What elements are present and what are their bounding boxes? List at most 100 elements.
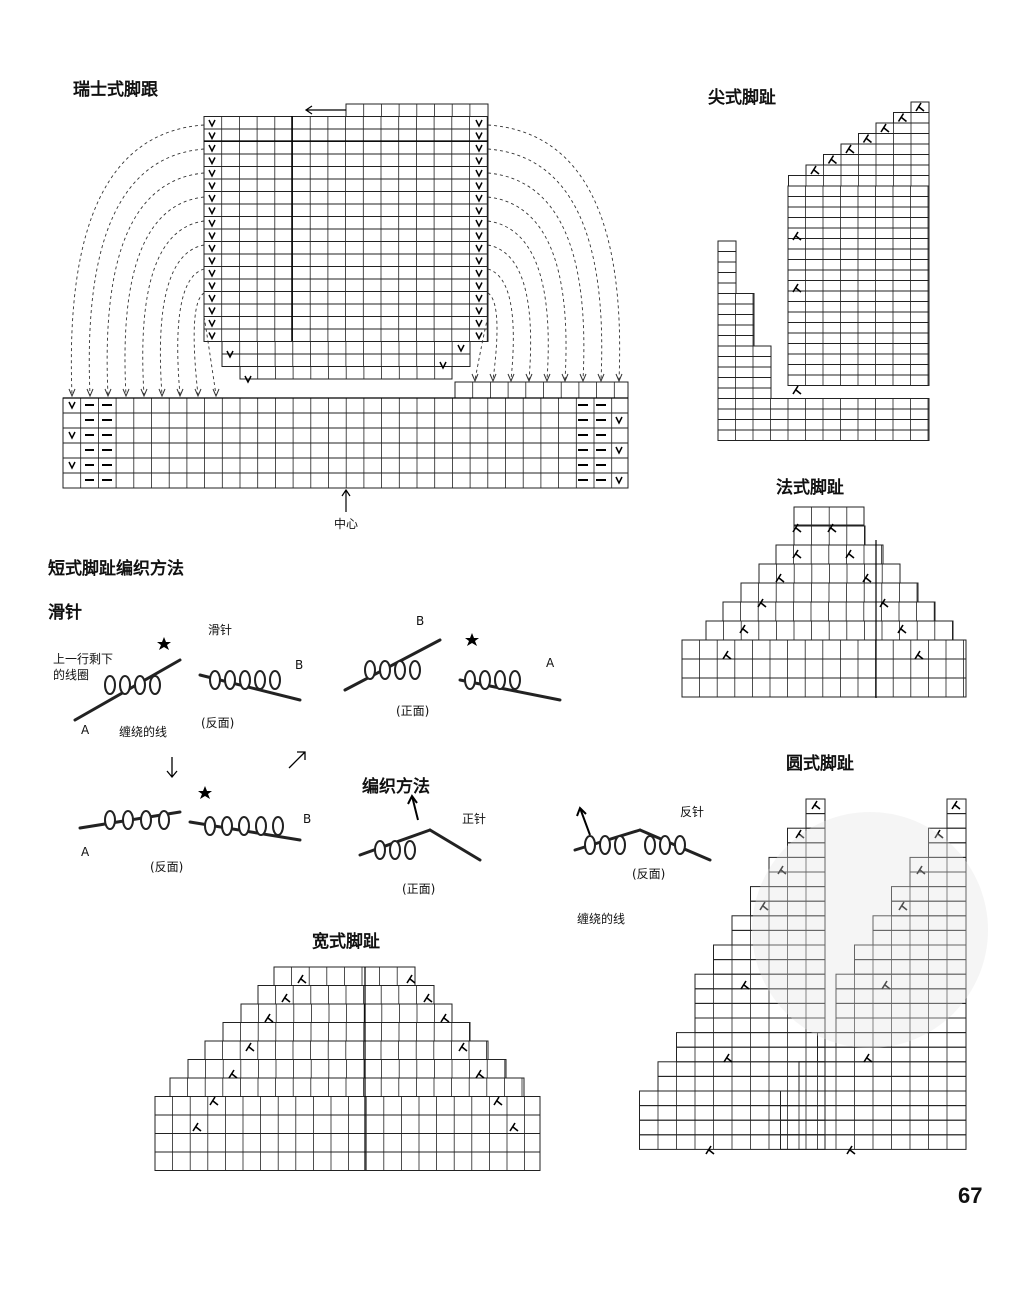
decrease-symbol [897,624,907,634]
decrease-symbol [881,980,891,990]
yarn-loop [374,840,386,860]
heel-slip-right [475,269,483,278]
yarn-loop [122,810,134,830]
decrease-symbol [862,573,872,583]
heel-dashed-arc-right [487,148,603,381]
yarn-loop [389,840,401,860]
heel-dashed-arc-left [88,148,205,396]
knit-method-title: 编织方法 [362,777,430,797]
yarn-loop [221,816,233,836]
heel-slip-right [439,361,447,370]
swiss-heel-title: 瑞士式脚跟 [73,80,158,100]
heel-dashed-arc-left [106,172,205,396]
needle-left [358,828,432,857]
center-arrow [341,488,351,512]
heel-slip-left [208,282,216,291]
up-arrow-icon [576,806,591,836]
heel-slip-right [475,319,483,328]
heel-slip-right [475,132,483,141]
yarn-loop [494,670,506,690]
heel-slip-left [208,257,216,266]
french-toe-title: 法式脚趾 [776,478,844,498]
decrease-symbol [705,1145,715,1155]
decrease-symbol [281,993,291,1003]
decrease-symbol [406,974,416,984]
heel-arrowhead [140,388,148,398]
decrease-symbol [827,155,837,165]
heel-slip-left [208,332,216,341]
yarn-loop [364,660,376,680]
wrapped-yarn-label-1: 缠绕的线 [119,725,168,739]
decrease-symbol [880,123,890,133]
heel-arrowhead [158,388,166,398]
yarn-loop [209,670,221,690]
heel-slip-left [208,169,216,178]
heel-dashed-arc-right [487,196,567,381]
decrease-symbol [264,1013,274,1023]
heel-slip-left [208,157,216,166]
purl-label: 反针 [680,805,705,819]
heel-slip-right [615,476,623,485]
heel-dashed-arc-right [487,124,621,381]
needle-right [638,828,712,862]
letter-a-3: A [81,845,90,859]
yarn-loop [644,835,656,855]
heel-dashed-arc-right [487,244,532,381]
pointed-toe-right-grid [787,101,930,386]
decrease-symbol [863,1053,873,1063]
yarn-loop [254,670,266,690]
letter-a-1: A [81,723,90,737]
heel-arrowhead [597,373,605,383]
round-toe-left-grid [639,798,826,1150]
yarn-loop [409,660,421,680]
heel-slip-right [475,157,483,166]
heel-slip-right [475,294,483,303]
heel-arrowhead [194,388,202,398]
short-row-method-title: 短式脚趾编织方法 [48,559,184,579]
heel-slip-left [208,119,216,128]
yarn-loop [269,670,281,690]
needle-right [188,820,302,842]
decrease-symbol [722,650,732,660]
heel-arrowhead [471,373,479,383]
decrease-symbol [209,1096,219,1106]
heel-direction-arrow [304,105,346,115]
decrease-symbol [916,865,926,875]
heel-slip-left [208,194,216,203]
heel-slip-left [208,182,216,191]
needle-left [343,638,442,692]
decrease-symbol [297,974,307,984]
wrong-side-label-1: (反面) [201,716,235,730]
down-arrow-icon [166,757,178,779]
heel-dashed-arc-left [142,220,205,396]
heel-slip-right [615,446,623,455]
decrease-symbol [192,1122,202,1132]
letter-a-2: A [546,656,555,670]
heel-arrowhead [86,388,94,398]
decrease-symbol [475,1069,485,1079]
decrease-symbol [879,598,889,608]
decrease-symbol [740,980,750,990]
slip-stitch-title: 滑针 [48,603,82,623]
heel-arrowhead [525,373,533,383]
heel-arrowhead [507,373,515,383]
wrapped-yarn-label-2: 缠绕的线 [577,912,626,926]
yarn-loop [394,660,406,680]
decrease-symbol [951,800,961,810]
yarn-loop [119,675,131,695]
right-side-label-2: (正面) [402,882,436,896]
heel-slip-right [475,144,483,153]
decrease-symbol [845,549,855,559]
letter-b-2: B [416,614,425,628]
yarn-loop [224,670,236,690]
heel-slip-left [208,219,216,228]
yarn-loop [509,670,521,690]
decrease-symbol [792,231,802,241]
heel-slip-left [68,401,76,410]
heel-arrowhead [561,373,569,383]
star-icon [198,786,212,799]
pointed-toe-left-grid [717,240,930,441]
decrease-symbol [846,1145,856,1155]
decrease-symbol [914,650,924,660]
